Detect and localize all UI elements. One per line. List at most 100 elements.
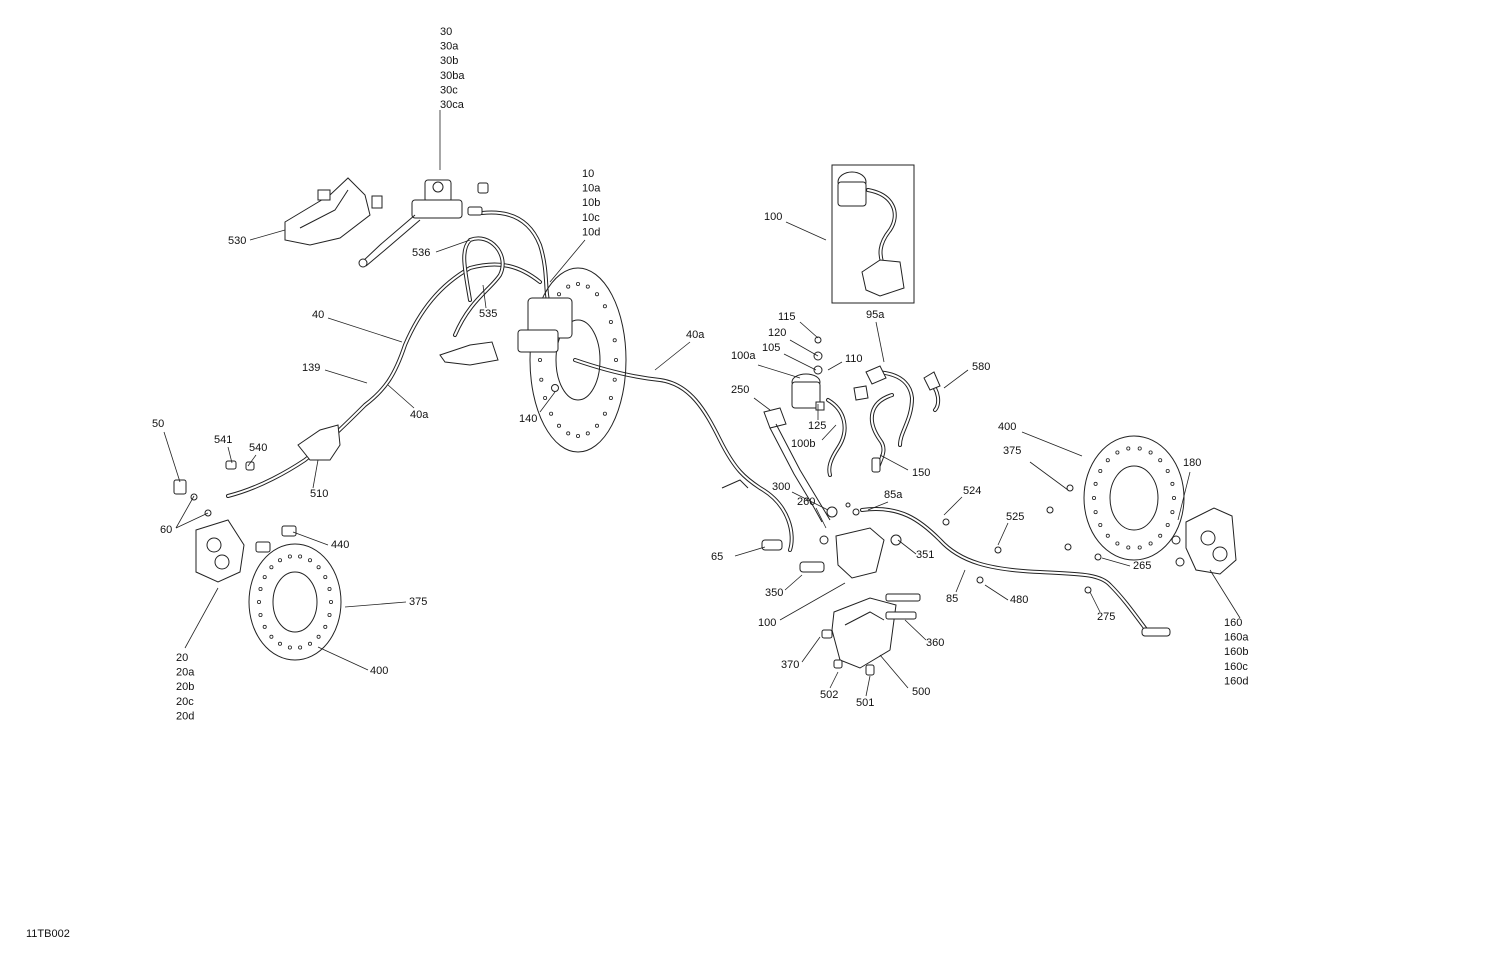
- callout-line: 20: [176, 652, 188, 664]
- disc-hole: [595, 292, 600, 297]
- callout-400-left: 400: [370, 665, 388, 677]
- disc-hole: [1170, 481, 1175, 486]
- diagram-id: 11TB002: [26, 928, 70, 940]
- callout-line: 530: [228, 235, 246, 247]
- callout-line: 40: [312, 309, 324, 321]
- callout-line: 541: [214, 434, 232, 446]
- callout-480: 480: [1010, 594, 1028, 606]
- callout-100-bottom: 100: [758, 617, 776, 629]
- disc-hole: [262, 624, 267, 629]
- callout-line: 140: [519, 413, 537, 425]
- callout-line: 400: [370, 665, 388, 677]
- leader-180: [1177, 471, 1191, 521]
- callout-500: 500: [912, 686, 930, 698]
- callout-400-right: 400: [998, 421, 1016, 433]
- disc-hole: [327, 587, 332, 592]
- reservoir-inset-box: [831, 164, 915, 304]
- callout-265: 265: [1133, 560, 1151, 572]
- callout-100a: 100a: [731, 350, 756, 362]
- disc-hole: [543, 395, 548, 400]
- leader-440: [292, 531, 329, 546]
- disc-hole: [323, 575, 328, 580]
- callout-line: 540: [249, 442, 267, 454]
- callout-line: 20a: [176, 667, 195, 679]
- leader-501: [865, 675, 871, 697]
- callout-line: 60: [160, 524, 172, 536]
- disc-hole: [307, 558, 312, 563]
- leader-375-right: [1029, 461, 1069, 491]
- leader-300: [791, 491, 829, 511]
- callout-line: 100: [758, 617, 776, 629]
- disc-hole: [277, 558, 282, 563]
- disc-hole: [538, 357, 543, 362]
- leader-40a-mid: [654, 341, 691, 371]
- disc-hole: [1165, 523, 1170, 528]
- leader-139: [324, 369, 368, 384]
- callout-line: 125: [808, 420, 826, 432]
- callout-line: 480: [1010, 594, 1028, 606]
- callout-line: 375: [1003, 445, 1021, 457]
- leader-100b: [821, 424, 837, 441]
- callout-line: 160a: [1224, 632, 1249, 644]
- leader-lines: [163, 110, 1241, 697]
- callout-line: 10c: [582, 212, 600, 224]
- callout-line: 10a: [582, 183, 601, 195]
- callout-510: 510: [310, 488, 328, 500]
- callout-line: 535: [479, 308, 497, 320]
- right-caliper-and-disc: [942, 435, 1237, 637]
- callout-line: 100a: [731, 350, 756, 362]
- callout-370: 370: [781, 659, 799, 671]
- callout-40a-mid: 40a: [686, 329, 705, 341]
- callout-line: 100: [764, 211, 782, 223]
- leader-120: [789, 339, 819, 357]
- callout-line: 30a: [440, 41, 459, 53]
- disc-hole: [1126, 446, 1131, 451]
- callout-85: 85: [946, 593, 958, 605]
- leader-541: [227, 446, 233, 464]
- leader-50: [163, 431, 181, 483]
- callout-line: 30b: [440, 55, 458, 67]
- callout-540: 540: [249, 442, 267, 454]
- callout-95a: 95a: [866, 309, 885, 321]
- leader-20-group: [184, 587, 219, 649]
- callout-line: 370: [781, 659, 799, 671]
- callout-line: 105: [762, 342, 780, 354]
- leader-580: [943, 369, 969, 389]
- callout-line: 400: [998, 421, 1016, 433]
- bracket-530: [284, 177, 383, 246]
- callout-line: 160d: [1224, 675, 1248, 687]
- brake-hose-lines: [226, 210, 1150, 634]
- leader-85: [955, 569, 966, 593]
- callout-line: 525: [1006, 511, 1024, 523]
- callout-375-left: 375: [409, 596, 427, 608]
- leader-10-group: [549, 239, 586, 283]
- disc-hole: [557, 423, 562, 428]
- leader-530: [249, 229, 286, 241]
- callout-125: 125: [808, 420, 826, 432]
- disc-hole: [608, 319, 613, 324]
- callout-line: 40a: [410, 409, 429, 421]
- callout-85a: 85a: [884, 489, 903, 501]
- callout-line: 10d: [582, 226, 600, 238]
- disc-hole: [316, 565, 321, 570]
- callout-line: 30ba: [440, 70, 465, 82]
- disc-hole: [585, 431, 590, 436]
- callout-110: 110: [845, 353, 863, 365]
- callout-350: 350: [765, 587, 783, 599]
- disc-hole: [1137, 545, 1142, 550]
- disc-hole: [557, 292, 562, 297]
- callout-501: 501: [856, 697, 874, 709]
- callout-line: 50: [152, 418, 164, 430]
- brake-pedal: [721, 407, 902, 579]
- leader-510: [312, 459, 319, 489]
- callout-line: 510: [310, 488, 328, 500]
- callout-360: 360: [926, 637, 944, 649]
- leader-60: [175, 512, 209, 529]
- callout-line: 180: [1183, 457, 1201, 469]
- disc-hole: [287, 645, 292, 650]
- leader-100-top: [785, 221, 827, 241]
- disc-hole: [614, 357, 619, 362]
- leader-85a: [867, 501, 889, 511]
- callout-line: 351: [916, 549, 934, 561]
